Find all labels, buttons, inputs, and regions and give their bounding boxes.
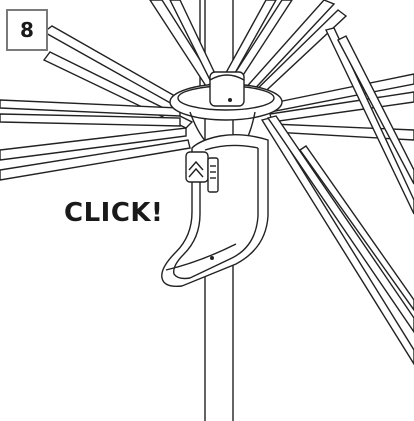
umbrella-hook-holder: [161, 133, 269, 288]
umbrella-hub: [169, 71, 283, 151]
umbrella-ribs: [0, 0, 414, 366]
click-callout: CLICK!: [62, 198, 166, 228]
step-number-badge: 8: [6, 9, 48, 51]
